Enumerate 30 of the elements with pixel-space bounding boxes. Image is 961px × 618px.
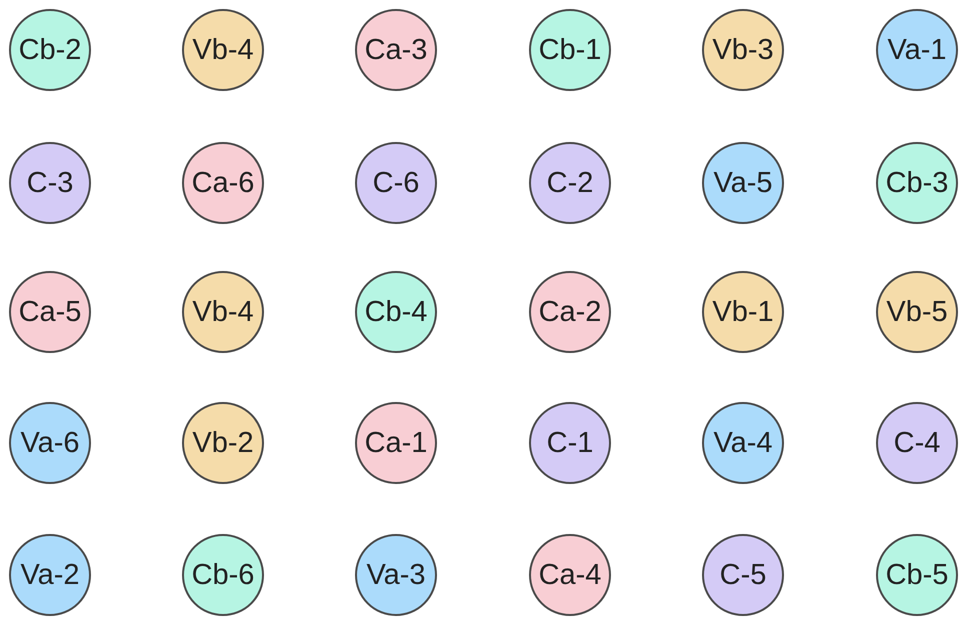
node-label: Ca-1 [364, 426, 428, 460]
node-label: C-4 [894, 426, 940, 460]
node-label: Cb-5 [886, 558, 948, 592]
node-label: Vb-2 [192, 426, 254, 460]
node-label: Ca-4 [538, 558, 602, 592]
node-label: C-1 [546, 426, 594, 460]
node-label: Va-6 [20, 426, 80, 460]
node-label: Vb-5 [886, 296, 948, 328]
node-label: Vb-3 [712, 34, 774, 66]
node-label: Cb-4 [364, 296, 428, 328]
node-label: C-2 [546, 166, 594, 200]
node-label: Va-4 [713, 426, 773, 460]
node-label: Ca-3 [364, 34, 428, 66]
node-label: Va-1 [887, 34, 947, 66]
node-label: Ca-5 [18, 296, 82, 328]
node-label: Ca-2 [538, 296, 602, 328]
node-label: Ca-6 [192, 166, 254, 200]
node-label: C-5 [720, 558, 766, 592]
node-label: Va-5 [713, 166, 773, 200]
node-label: Vb-1 [712, 296, 774, 328]
node-label: Vb-4 [192, 34, 254, 66]
node-label: Va-3 [366, 558, 426, 592]
node-label: Va-2 [20, 558, 80, 592]
node-label: Cb-1 [538, 34, 602, 66]
node-label: Cb-2 [18, 34, 82, 66]
node-label: C-3 [26, 166, 74, 200]
node-label: C-6 [372, 166, 420, 200]
node-label: Cb-6 [192, 558, 254, 592]
node-label: Cb-3 [886, 166, 948, 200]
node-label: Vb-4 [192, 296, 254, 328]
